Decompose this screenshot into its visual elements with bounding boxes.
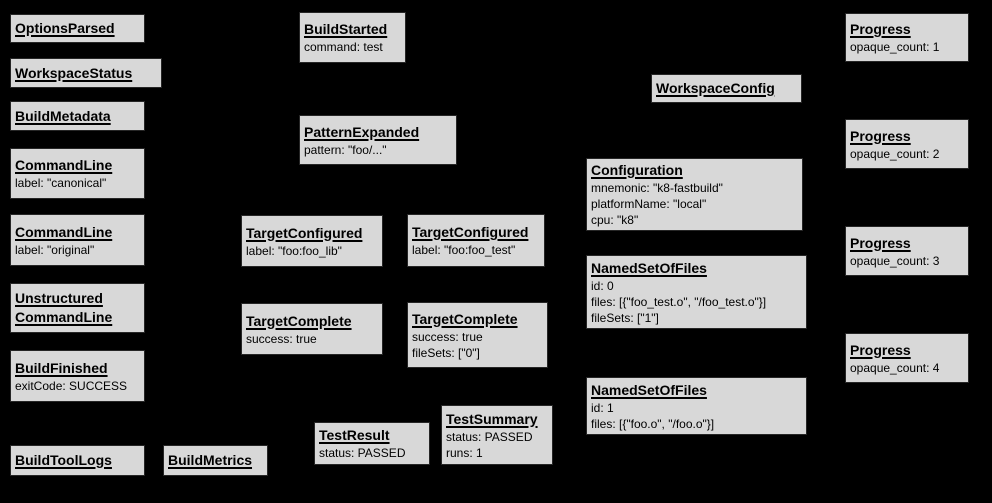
event-box-build-metadata: BuildMetadata [10, 101, 145, 131]
event-box-target-complete-foo-test: TargetComplete success: true fileSets: [… [407, 302, 548, 368]
event-field: opaque_count: 2 [850, 146, 940, 161]
event-title: TargetComplete [412, 310, 518, 327]
event-field: files: [{"foo.o", "/foo.o"}] [591, 416, 715, 431]
event-box-pattern-expanded: PatternExpanded pattern: "foo/..." [299, 115, 457, 165]
event-field: success: true [246, 331, 317, 346]
event-box-workspace-status: WorkspaceStatus [10, 58, 162, 88]
event-box-configuration: Configuration mnemonic: "k8-fastbuild" p… [586, 158, 803, 231]
event-box-target-configured-foo-lib: TargetConfigured label: "foo:foo_lib" [241, 215, 383, 267]
event-field: platformName: "local" [591, 197, 707, 211]
event-title: WorkspaceStatus [15, 64, 133, 81]
event-title: NamedSetOfFiles [591, 259, 707, 276]
event-box-build-metrics: BuildMetrics [163, 445, 268, 476]
event-title: Progress [850, 21, 911, 37]
event-field: runs: 1 [446, 445, 483, 460]
event-field: opaque_count: 3 [850, 253, 940, 268]
event-title: CommandLine [15, 223, 113, 240]
event-field: status: PASSED [319, 446, 406, 460]
event-title: Progress [850, 341, 911, 358]
event-box-target-configured-foo-test: TargetConfigured label: "foo:foo_test" [407, 214, 545, 267]
event-field: label: "canonical" [15, 176, 107, 190]
event-title: TargetComplete [246, 312, 352, 329]
event-box-command-line-original: CommandLine label: "original" [10, 214, 145, 266]
event-title: Configuration [591, 162, 683, 178]
event-box-workspace-config: WorkspaceConfig [651, 74, 802, 103]
event-title: NamedSetOfFiles [591, 381, 707, 398]
event-box-named-set-of-files-0: NamedSetOfFiles id: 0 files: [{"foo_test… [586, 255, 807, 329]
event-title: OptionsParsed [15, 20, 115, 36]
event-field: pattern: "foo/..." [304, 142, 387, 157]
event-field: cpu: "k8" [591, 213, 639, 227]
event-box-test-result: TestResult status: PASSED [314, 422, 430, 465]
event-box-options-parsed: OptionsParsed [10, 14, 145, 43]
event-field: fileSets: ["1"] [591, 310, 659, 325]
event-field: label: "foo:foo_test" [412, 243, 516, 257]
event-title: TestResult [319, 427, 390, 443]
event-field: fileSets: ["0"] [412, 345, 480, 360]
event-box-named-set-of-files-1: NamedSetOfFiles id: 1 files: [{"foo.o", … [586, 377, 807, 435]
event-field: status: PASSED [446, 429, 533, 444]
event-field: id: 1 [591, 400, 614, 415]
event-field: files: [{"foo_test.o", "/foo_test.o"}] [591, 294, 767, 309]
event-title: CommandLine [15, 157, 113, 173]
event-title: BuildMetadata [15, 107, 111, 124]
event-title: WorkspaceConfig [656, 80, 775, 96]
event-box-build-finished: BuildFinished exitCode: SUCCESS [10, 350, 145, 402]
event-field: id: 0 [591, 278, 614, 293]
event-box-build-tool-logs: BuildToolLogs [10, 445, 145, 476]
event-title: TestSummary [446, 410, 538, 427]
event-title: BuildMetrics [168, 452, 253, 468]
event-box-command-line-canonical: CommandLine label: "canonical" [10, 148, 145, 199]
event-box-progress-3: Progress opaque_count: 3 [845, 226, 969, 276]
event-field: label: "foo:foo_lib" [246, 243, 342, 258]
event-title: TargetConfigured [246, 224, 363, 241]
event-title: Progress [850, 234, 911, 251]
event-field: command: test [304, 40, 383, 54]
event-field: success: true [412, 329, 483, 344]
event-box-progress-2: Progress opaque_count: 2 [845, 119, 969, 169]
event-box-progress-1: Progress opaque_count: 1 [845, 13, 969, 62]
event-title: Unstructured CommandLine [15, 290, 113, 325]
event-field: opaque_count: 1 [850, 40, 940, 54]
event-box-progress-4: Progress opaque_count: 4 [845, 333, 969, 383]
event-title: Progress [850, 127, 911, 144]
event-box-test-summary: TestSummary status: PASSED runs: 1 [441, 405, 553, 465]
event-field: opaque_count: 4 [850, 360, 940, 375]
event-field: exitCode: SUCCESS [15, 378, 128, 393]
event-box-target-complete-foo-lib: TargetComplete success: true [241, 303, 383, 355]
event-title: BuildStarted [304, 21, 388, 37]
event-field: mnemonic: "k8-fastbuild" [591, 181, 723, 195]
event-title: BuildFinished [15, 359, 108, 376]
event-title: BuildToolLogs [15, 452, 112, 468]
event-title: TargetConfigured [412, 224, 529, 240]
event-field: label: "original" [15, 242, 95, 257]
event-title: PatternExpanded [304, 123, 420, 140]
event-box-build-started: BuildStarted command: test [299, 12, 406, 63]
event-box-unstructured-command-line: Unstructured CommandLine [10, 283, 145, 333]
